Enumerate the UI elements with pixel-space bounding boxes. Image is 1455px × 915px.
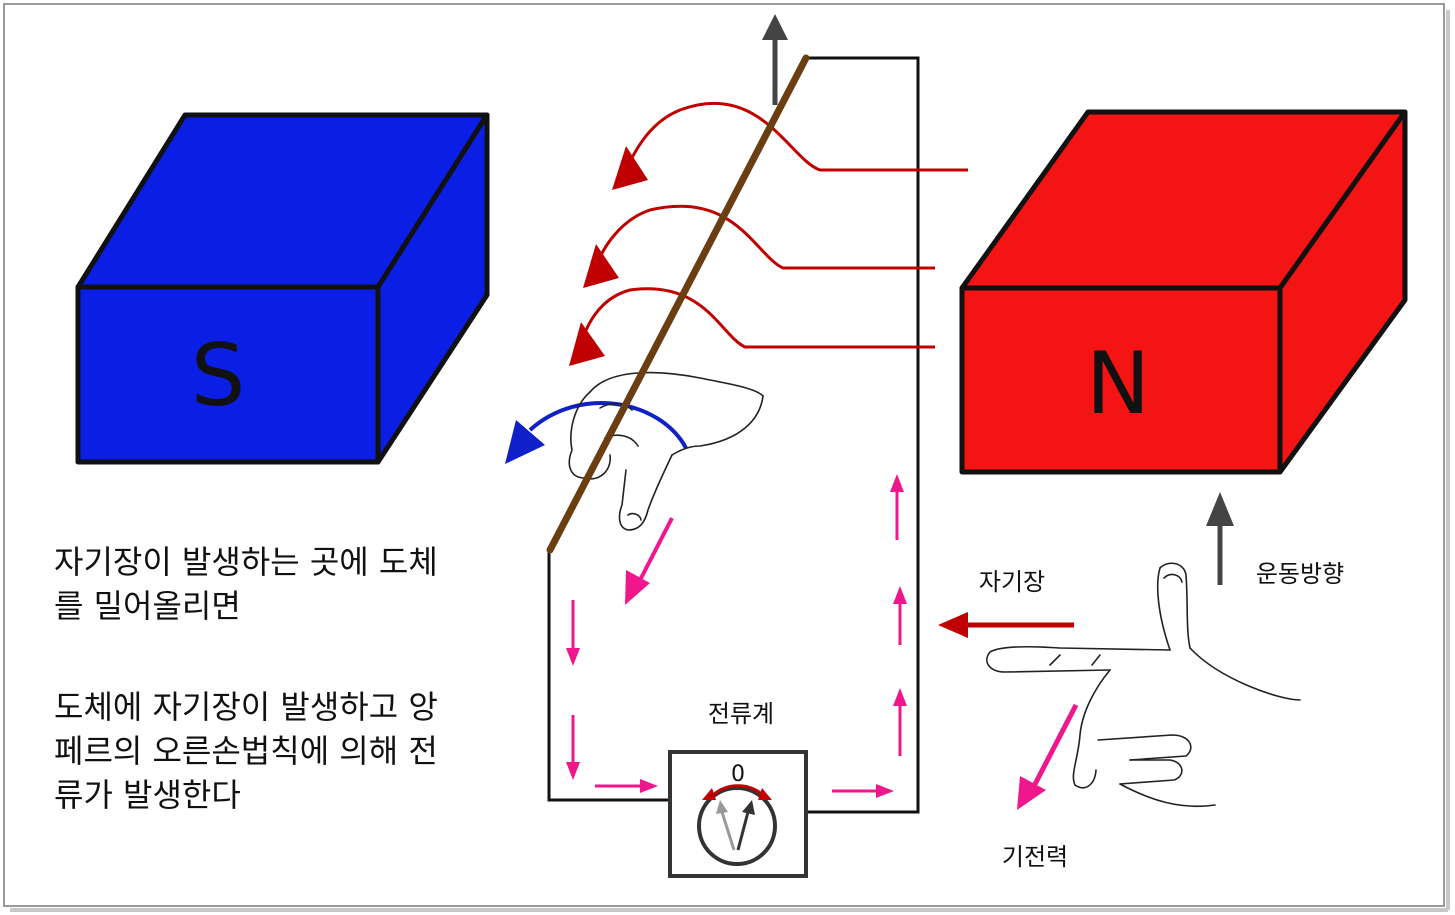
galvanometer-label: 전류계 bbox=[708, 700, 774, 728]
south-magnet-side bbox=[375, 112, 490, 465]
circuit-wire-left bbox=[547, 552, 670, 802]
field-arrowhead-top bbox=[612, 146, 648, 190]
emf-arrowhead bbox=[1017, 776, 1046, 810]
field-arrowhead-bottom bbox=[569, 322, 605, 366]
magnetic-field-label: 자기장 bbox=[979, 568, 1045, 596]
galvanometer-needle-rest-tip bbox=[716, 800, 728, 814]
current-arrowhead-diagonal bbox=[625, 570, 650, 605]
magnetic-field-arrowhead bbox=[938, 612, 968, 638]
south-magnet: S bbox=[75, 112, 490, 465]
caption-explanation: 도체에 자기장이 발생하고 앙 페르의 오른손법칙에 의해 전 류가 발생한다 bbox=[54, 688, 438, 814]
rotation-arrowhead bbox=[505, 420, 545, 464]
conductor-rod bbox=[546, 54, 810, 554]
galvanometer: 0 전류계 bbox=[668, 700, 808, 878]
current-arrowhead-right-2 bbox=[893, 586, 907, 604]
north-magnet: N bbox=[959, 109, 1408, 475]
field-lines bbox=[578, 101, 968, 351]
caption-intro: 자기장이 발생하는 곳에 도체 를 밀어올리면 bbox=[54, 543, 438, 625]
field-line-bottom bbox=[578, 287, 935, 351]
current-arrowhead-left-2 bbox=[566, 762, 580, 780]
current-arrowhead-right-3 bbox=[890, 474, 904, 492]
south-magnet-label: S bbox=[191, 326, 246, 426]
north-magnet-label: N bbox=[1086, 334, 1150, 434]
field-line-middle bbox=[593, 204, 935, 273]
emf-arrow bbox=[1029, 703, 1079, 792]
current-arrowhead-right-1 bbox=[893, 688, 907, 706]
current-arrows bbox=[566, 474, 907, 798]
galvanometer-zero: 0 bbox=[731, 762, 745, 787]
field-line-top bbox=[623, 101, 968, 173]
galvanometer-needle-tip bbox=[742, 800, 755, 815]
current-arrowhead-left-1 bbox=[566, 648, 580, 666]
galvanometer-scale-left-tip bbox=[702, 788, 716, 800]
motion-direction-label: 운동방향 bbox=[1256, 560, 1344, 588]
current-arrowhead-bottom-right bbox=[876, 784, 894, 798]
conductor-motion-arrowhead bbox=[762, 14, 788, 40]
emf-label: 기전력 bbox=[1002, 843, 1068, 871]
galvanometer-bottom-arc bbox=[704, 847, 770, 866]
galvanometer-needle-rest bbox=[720, 811, 736, 851]
north-magnet-side bbox=[1277, 109, 1408, 475]
current-arrowhead-bottom-left bbox=[640, 779, 658, 793]
galvanometer-scale-right-tip bbox=[758, 788, 772, 800]
current-arrow-diagonal bbox=[634, 517, 674, 589]
galvanometer-needle bbox=[736, 811, 750, 851]
galvanometer-scale bbox=[710, 784, 766, 798]
grip-hand-icon bbox=[568, 371, 764, 531]
field-arrowhead-middle bbox=[583, 244, 619, 288]
circuit-wire bbox=[805, 56, 920, 814]
motion-direction-arrowhead bbox=[1206, 492, 1234, 526]
frame-border bbox=[3, 3, 1445, 907]
right-hand-icon bbox=[986, 562, 1301, 808]
